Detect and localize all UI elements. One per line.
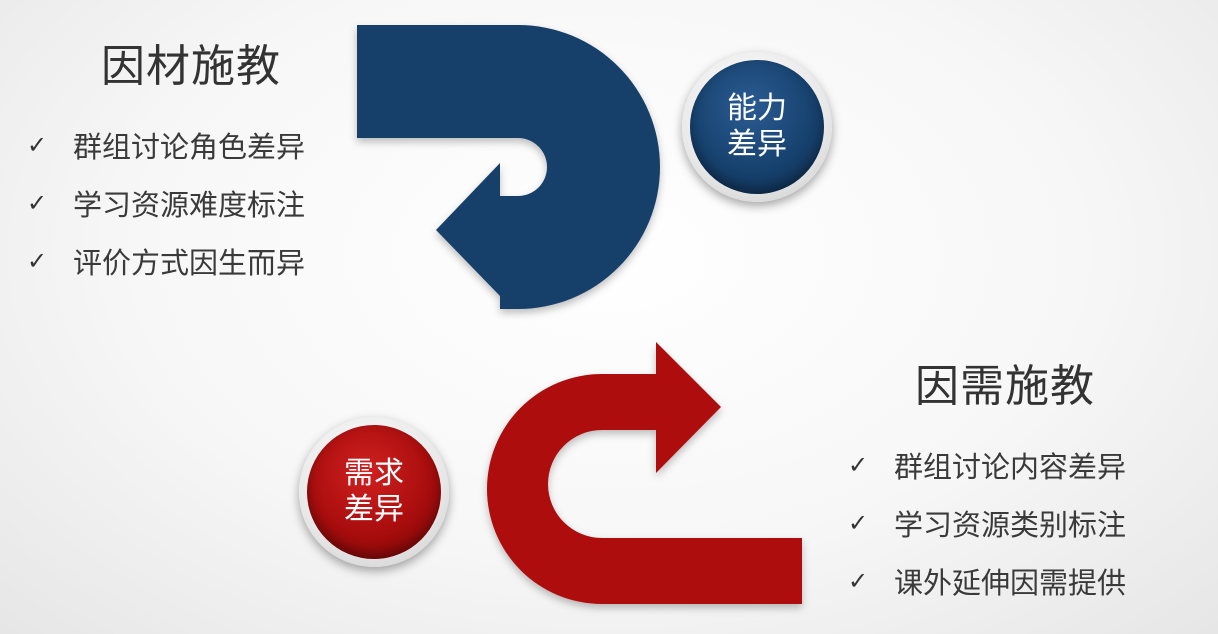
list-item: ✓ 群组讨论角色差异	[27, 116, 305, 174]
badge-line: 能力	[727, 91, 787, 126]
need-badge-ring: 需求 差异	[299, 417, 449, 567]
check-icon: ✓	[848, 509, 869, 537]
badge-line: 需求	[344, 456, 404, 491]
list-item-label: 群组讨论内容差异	[894, 450, 1127, 484]
list-item-label: 学习资源难度标注	[73, 188, 306, 222]
right-feature-list: ✓ 群组讨论内容差异 ✓ 学习资源类别标注 ✓ 课外延伸因需提供	[848, 436, 1126, 610]
list-item: ✓ 课外延伸因需提供	[848, 552, 1126, 610]
list-item-label: 群组讨论角色差异	[73, 130, 306, 164]
list-item: ✓ 学习资源类别标注	[848, 494, 1126, 552]
check-icon: ✓	[27, 189, 48, 217]
list-item: ✓ 学习资源难度标注	[27, 174, 305, 232]
list-item-label: 学习资源类别标注	[894, 508, 1127, 542]
check-icon: ✓	[27, 247, 48, 275]
ability-badge-ring: 能力 差异	[682, 52, 832, 202]
blue-u-turn-arrow	[357, 25, 660, 309]
right-section-title: 因需施教	[915, 361, 1095, 412]
badge-line: 差异	[727, 127, 787, 162]
check-icon: ✓	[848, 451, 869, 479]
list-item: ✓ 群组讨论内容差异	[848, 436, 1126, 494]
badge-line: 差异	[344, 492, 404, 527]
ability-difference-badge: 能力 差异	[690, 60, 824, 194]
left-feature-list: ✓ 群组讨论角色差异 ✓ 学习资源难度标注 ✓ 评价方式因生而异	[27, 116, 305, 290]
list-item-label: 课外延伸因需提供	[894, 566, 1127, 600]
need-difference-badge: 需求 差异	[307, 425, 441, 559]
list-item-label: 评价方式因生而异	[73, 246, 306, 280]
red-u-turn-arrow	[487, 342, 802, 604]
check-icon: ✓	[848, 567, 869, 595]
list-item: ✓ 评价方式因生而异	[27, 232, 305, 290]
left-section-title: 因材施教	[101, 41, 281, 92]
check-icon: ✓	[27, 131, 48, 159]
